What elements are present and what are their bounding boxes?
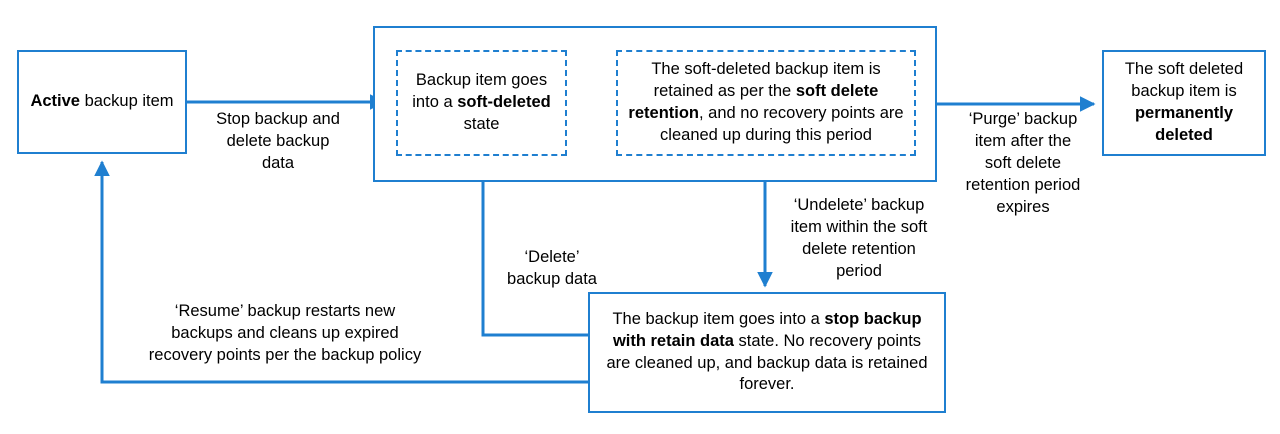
node-soft-deleted-state[interactable]: Backup item goes into a soft-deleted sta…	[396, 50, 567, 156]
node-stop-backup-with-retain-data-label: The backup item goes into a stop backup …	[606, 309, 928, 394]
edge-label-line: item within the soft	[790, 218, 928, 237]
node-active-backup-item-label: Active backup item	[30, 92, 174, 111]
node-active-backup-item[interactable]: Active backup item	[17, 50, 187, 154]
edge-label-line: Stop backup and	[216, 110, 340, 128]
edge-label-line: ‘Delete’	[524, 248, 580, 266]
node-permanently-deleted[interactable]: The soft deleted backup item is permanen…	[1102, 50, 1266, 156]
edge-label-line: delete retention	[802, 240, 916, 259]
edge-label-line: backups and cleans up expired	[171, 324, 399, 343]
edge-label-line: data	[261, 154, 295, 173]
edge-label-line: delete backup	[226, 132, 330, 151]
edge-label-line: ‘Purge’ backup	[968, 110, 1078, 128]
edge-label-resume-backup: ‘Resume’ backup restarts new backups and…	[120, 300, 450, 366]
edge-label-line: period	[836, 262, 882, 281]
edge-label-delete-backup-data: ‘Delete’ backup data	[492, 246, 612, 290]
node-soft-delete-retention[interactable]: The soft-deleted backup item is retained…	[616, 50, 916, 156]
edge-label-line: retention period	[965, 176, 1081, 195]
node-soft-delete-retention-label: The soft-deleted backup item is retained…	[628, 60, 904, 144]
edge-label-line: recovery points per the backup policy	[148, 346, 422, 365]
edge-label-line: ‘Undelete’ backup	[793, 196, 925, 214]
edge-label-line: soft delete	[984, 154, 1062, 173]
node-soft-deleted-state-label: Backup item goes into a soft-deleted sta…	[412, 71, 551, 133]
edge-label-line: item after the	[974, 132, 1072, 151]
edge-label-line: expires	[996, 198, 1050, 217]
edge-label-stop-backup-and-delete-backup-data: Stop backup and delete backup data	[196, 108, 360, 174]
node-permanently-deleted-label: The soft deleted backup item is permanen…	[1124, 60, 1244, 144]
edge-label-line: ‘Resume’ backup restarts new	[174, 302, 396, 320]
node-stop-backup-with-retain-data[interactable]: The backup item goes into a stop backup …	[588, 292, 946, 413]
edge-label-purge-backup-item: ‘Purge’ backup item after the soft delet…	[950, 108, 1096, 219]
edge-label-line: backup data	[507, 270, 597, 289]
edge-label-undelete-backup-item: ‘Undelete’ backup item within the soft d…	[776, 194, 942, 282]
